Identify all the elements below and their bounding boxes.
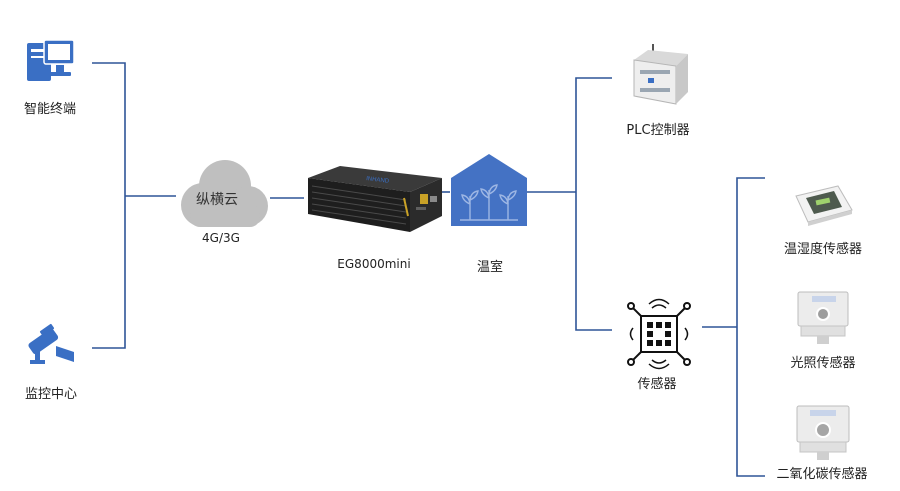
light-sensor-label: 光照传感器: [790, 356, 856, 371]
computer-icon: [27, 39, 75, 81]
monitor-center-label: 监控中心: [24, 387, 78, 402]
gateway-label: EG8000mini: [337, 257, 411, 271]
gateway-router-image: [308, 166, 442, 232]
temp-humidity-sensor-image: [795, 185, 853, 226]
greenhouse-icon: [451, 154, 527, 226]
connector-lines: [92, 62, 765, 477]
plc-controller-image: [633, 44, 688, 105]
right-bracket-line: [575, 77, 612, 331]
cloud-label: 纵横云: [196, 192, 238, 208]
co2-sensor-image: [796, 405, 850, 460]
temp-humidity-label: 温湿度传感器: [783, 242, 863, 257]
greenhouse-label: 温室: [476, 260, 504, 275]
gateway-brand-text: INHAND: [366, 176, 390, 185]
sensor-hub-icon: [627, 298, 691, 370]
smart-terminal-label: 智能终端: [23, 102, 77, 117]
light-sensor-image: [797, 291, 849, 344]
cctv-camera-icon: [28, 323, 74, 364]
co2-sensor-label: 二氧化碳传感器: [776, 467, 868, 482]
sensor-label: 传感器: [637, 377, 677, 392]
left-bracket-line: [92, 62, 126, 349]
network-label: 4G/3G: [202, 231, 240, 245]
plc-label: PLC控制器: [626, 123, 690, 138]
cloud-shape: [181, 160, 268, 227]
sensor-bracket-line: [736, 177, 765, 477]
